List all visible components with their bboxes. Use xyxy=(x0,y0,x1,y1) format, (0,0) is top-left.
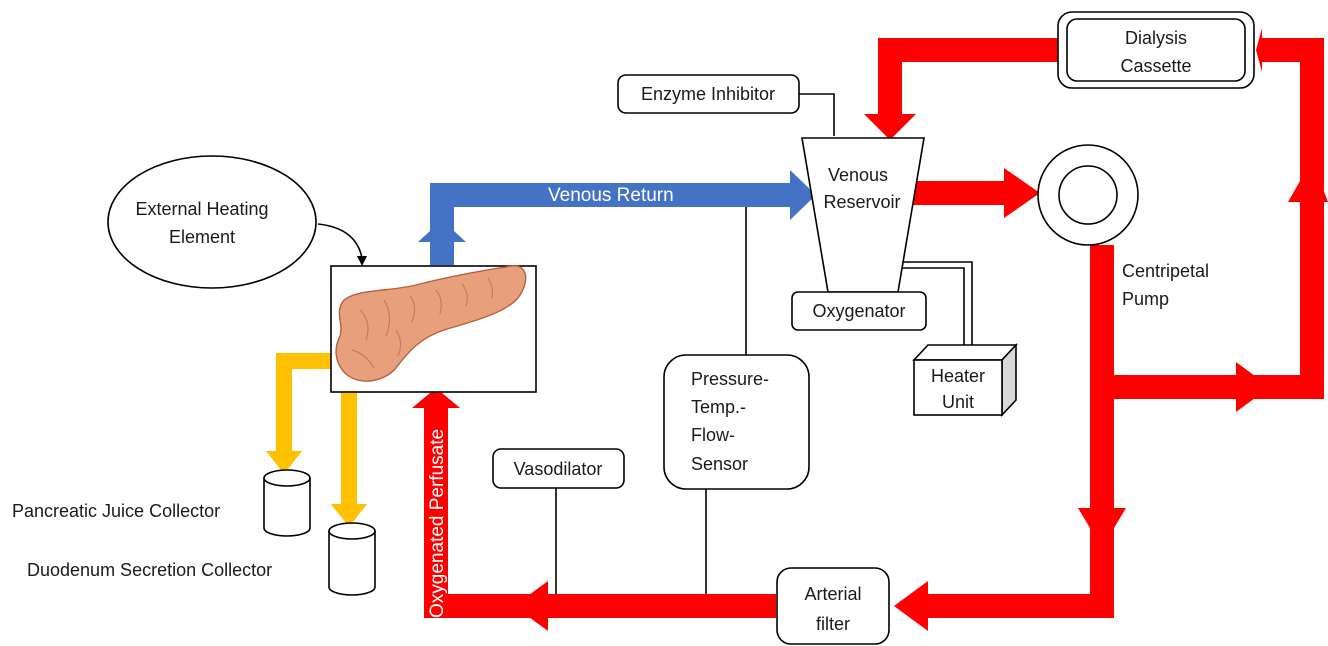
venous-reservoir-label-line2: Reservoir xyxy=(823,192,900,212)
dialysis-inflow-top xyxy=(1260,38,1324,62)
pressure-sensor-label-line3: Flow- xyxy=(691,425,735,445)
pancreatic-juice-collector-label: Pancreatic Juice Collector xyxy=(12,501,220,521)
vasodilator: Vasodilator xyxy=(493,449,624,488)
venous-return-label: Venous Return xyxy=(548,185,674,206)
filter-outflow-horizontal xyxy=(424,594,776,618)
arterial-filter-label-line2: filter xyxy=(816,614,850,634)
oxygenator-label: Oxygenator xyxy=(812,301,905,321)
dialysis-branch-arrowhead xyxy=(1236,362,1270,412)
pressure-sensor-label-line1: Pressure- xyxy=(691,369,769,389)
heater-unit-label-line2: Unit xyxy=(942,392,974,412)
heating-element-pointer xyxy=(318,224,362,258)
organ-chamber xyxy=(331,266,536,392)
external-heating-element-oval xyxy=(108,156,316,288)
heater-unit-label-line1: Heater xyxy=(931,366,985,386)
dialysis-return-horizontal xyxy=(878,38,1058,62)
pressure-temp-flow-sensor: Pressure- Temp.- Flow- Sensor xyxy=(664,355,809,489)
enzyme-inhibitor: Enzyme Inhibitor xyxy=(618,75,799,113)
pressure-sensor-label-line2: Temp.- xyxy=(691,397,746,417)
centripetal-pump-label-line1: Centripetal xyxy=(1122,261,1209,281)
reservoir-to-pump-flow xyxy=(906,181,1006,205)
duodenum-collector-top xyxy=(329,523,375,539)
dialysis-cassette-label-line2: Cassette xyxy=(1120,56,1191,76)
centripetal-pump-label-line2: Pump xyxy=(1122,289,1169,309)
pancreatic-juice-collector: Pancreatic Juice Collector xyxy=(12,470,310,536)
heater-unit: Heater Unit xyxy=(914,345,1016,415)
dialysis-cassette: Dialysis Cassette xyxy=(1058,12,1254,88)
enzyme-inhibitor-wire xyxy=(799,94,834,136)
duodenum-secretion-collector: Duodenum Secretion Collector xyxy=(27,523,375,595)
vasodilator-label: Vasodilator xyxy=(514,459,603,479)
pancreatic-juice-line-vertical xyxy=(276,353,292,453)
filter-inflow-arrowhead xyxy=(894,581,928,631)
arterial-filter: Arterial filter xyxy=(777,568,889,644)
filter-inflow-horizontal xyxy=(920,594,1114,618)
pancreatic-collector-top xyxy=(264,470,310,486)
venous-reservoir-body xyxy=(802,138,924,292)
dialysis-branch-vertical xyxy=(1300,38,1324,399)
dialysis-branch-horizontal xyxy=(1114,375,1324,399)
pressure-sensor-label-line4: Sensor xyxy=(691,454,748,474)
arterial-filter-label-line1: Arterial xyxy=(804,584,861,604)
oxygenator: Oxygenator xyxy=(792,292,926,330)
duodenum-secretion-collector-label: Duodenum Secretion Collector xyxy=(27,560,272,580)
oxygenated-perfusate-label: Oxygenated Perfusate xyxy=(427,429,448,618)
dialysis-inflow-arrowhead xyxy=(1256,28,1262,72)
filter-outflow-arrowhead xyxy=(514,581,548,631)
dialysis-cassette-label-line1: Dialysis xyxy=(1125,28,1187,48)
venous-up-arrowhead xyxy=(418,220,466,242)
reservoir-to-pump-arrowhead xyxy=(1004,168,1040,218)
pump-down-arrowhead xyxy=(1078,508,1126,548)
external-heating-element-label-line1: External Heating xyxy=(135,199,268,219)
venous-reservoir: Venous Reservoir xyxy=(802,138,924,292)
duodenum-line-vertical xyxy=(341,392,357,506)
enzyme-inhibitor-label: Enzyme Inhibitor xyxy=(641,84,775,104)
heating-element-pointer-arrowhead xyxy=(357,256,367,266)
duodenum-collector-cylinder xyxy=(329,531,375,595)
heater-unit-top xyxy=(914,345,1016,360)
centripetal-pump-inner xyxy=(1059,166,1117,224)
venous-reservoir-label-line1: Venous xyxy=(828,165,888,185)
dialysis-return-vertical xyxy=(878,38,902,118)
pump-outflow-vertical xyxy=(1090,245,1114,618)
centripetal-pump: Centripetal Pump xyxy=(1038,145,1209,309)
dialysis-return-arrowhead xyxy=(864,114,916,140)
external-heating-element: External Heating Element xyxy=(108,156,316,288)
external-heating-element-label-line2: Element xyxy=(169,227,235,247)
